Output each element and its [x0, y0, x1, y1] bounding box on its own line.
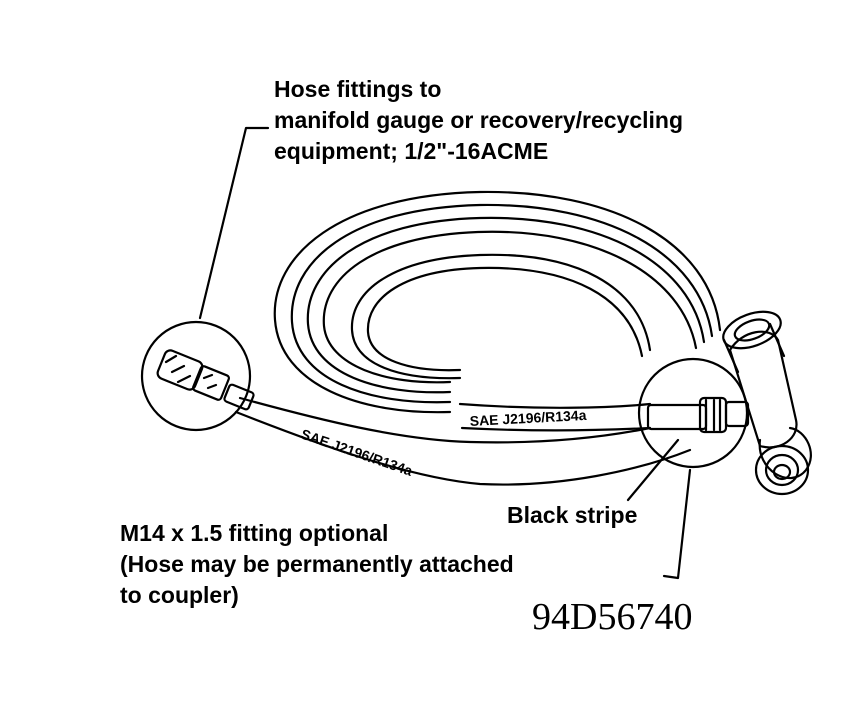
bottom-leader-line	[662, 468, 692, 580]
right-fitting	[646, 396, 750, 434]
bottom-callout-line-1: M14 x 1.5 fitting optional	[120, 520, 389, 546]
hose-main-run	[234, 396, 692, 486]
bottom-callout: M14 x 1.5 fitting optional (Hose may be …	[120, 518, 514, 611]
hose-marking-upper: SAE J2196/R134a	[469, 407, 587, 429]
bottom-callout-line-2: (Hose may be permanently attached	[120, 551, 514, 577]
stripe-leader-line	[626, 438, 680, 502]
coupler	[722, 310, 812, 496]
top-callout-line-2: manifold gauge or recovery/recycling	[274, 107, 684, 133]
stripe-callout: Black stripe	[507, 500, 637, 531]
top-callout: Hose fittings to manifold gauge or recov…	[274, 74, 683, 167]
top-callout-line-3: equipment; 1/2"-16ACME	[274, 138, 549, 164]
figure-id: 94D56740	[532, 596, 693, 638]
left-magnifier-circle	[140, 320, 252, 432]
top-leader-line	[198, 126, 270, 320]
stripe-callout-text: Black stripe	[507, 502, 638, 528]
left-fitting	[156, 349, 255, 411]
right-magnifier-circle	[637, 357, 749, 469]
top-callout-line-1: Hose fittings to	[274, 76, 442, 102]
hose-coil	[273, 190, 722, 414]
bottom-callout-line-3: to coupler)	[120, 582, 239, 608]
